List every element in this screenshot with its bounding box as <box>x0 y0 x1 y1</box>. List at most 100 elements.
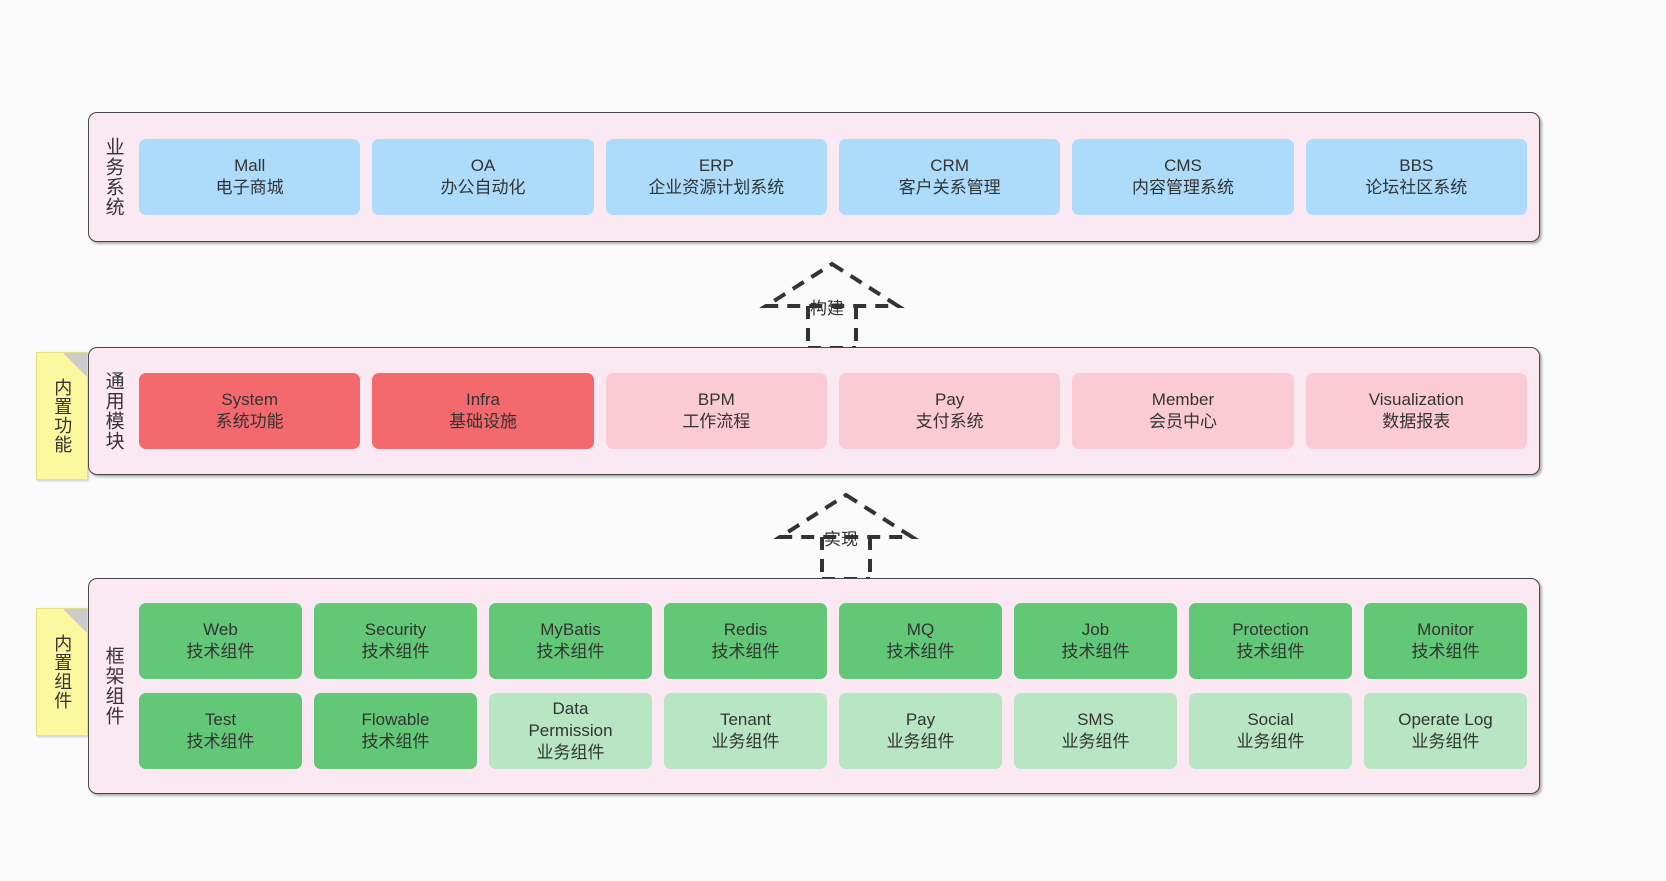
node-title: Redis <box>723 619 768 639</box>
node-subtitle: 业务组件 <box>1236 732 1305 751</box>
node-operate-log[interactable]: Operate Log 业务组件 <box>1364 693 1527 769</box>
node-subtitle: 内容管理系统 <box>1131 178 1234 197</box>
folded-corner-icon <box>63 609 87 633</box>
node-subtitle: 业务组件 <box>886 732 955 751</box>
sticky-note-label: 内置组件 <box>52 634 73 710</box>
node-security[interactable]: Security 技术组件 <box>314 603 477 679</box>
layer-row: System 系统功能 Infra 基础设施 BPM 工作流程 Pay 支付系统… <box>139 373 1527 449</box>
node-bpm[interactable]: BPM 工作流程 <box>605 373 827 449</box>
node-title: Tenant <box>719 709 772 729</box>
node-title: System <box>221 389 278 409</box>
node-subtitle: 业务组件 <box>1061 732 1130 751</box>
node-member[interactable]: Member 会员中心 <box>1072 373 1294 449</box>
node-title: Social <box>1247 709 1294 729</box>
node-subtitle: 工作流程 <box>682 412 751 431</box>
layer-row: Mall 电子商城 OA 办公自动化 ERP 企业资源计划系统 CRM 客户关系… <box>139 139 1527 215</box>
node-subtitle: 论坛社区系统 <box>1365 178 1468 197</box>
node-subtitle: 业务组件 <box>536 743 605 763</box>
node-subtitle: 支付系统 <box>915 412 984 431</box>
node-subtitle: 技术组件 <box>361 732 430 751</box>
layer-framework-components: 框架组件 Web 技术组件 Security 技术组件 MyBatis 技术组件… <box>88 578 1540 794</box>
node-title: Job <box>1081 619 1110 639</box>
node-title: Operate Log <box>1398 709 1493 729</box>
node-subtitle: 技术组件 <box>1411 642 1480 661</box>
node-subtitle: 系统功能 <box>215 412 284 431</box>
node-mq[interactable]: MQ 技术组件 <box>839 603 1002 679</box>
node-subtitle: 办公自动化 <box>440 178 526 197</box>
node-subtitle: 业务组件 <box>1411 732 1480 751</box>
layer-title-common-modules: 通用模块 <box>102 371 124 451</box>
node-title: CMS <box>1164 155 1202 175</box>
node-title: Infra <box>465 389 500 409</box>
node-oa[interactable]: OA 办公自动化 <box>372 139 594 215</box>
node-title: Member <box>1151 389 1215 409</box>
node-subtitle: 会员中心 <box>1148 412 1217 431</box>
node-crm[interactable]: CRM 客户关系管理 <box>838 139 1061 215</box>
layer-body-framework-components: Web 技术组件 Security 技术组件 MyBatis 技术组件 Redi… <box>137 579 1539 793</box>
node-subtitle: 技术组件 <box>1236 642 1305 661</box>
node-subtitle: 基础设施 <box>448 412 517 431</box>
node-test[interactable]: Test 技术组件 <box>139 693 302 769</box>
node-title: Pay <box>905 709 936 729</box>
node-subtitle: 技术组件 <box>886 642 955 661</box>
node-cms[interactable]: CMS 内容管理系统 <box>1072 139 1294 215</box>
layer-body-business-systems: Mall 电子商城 OA 办公自动化 ERP 企业资源计划系统 CRM 客户关系… <box>137 113 1539 241</box>
connector-implement: 实现 <box>766 489 926 581</box>
node-title: Data Permission <box>528 698 613 740</box>
layer-row: Test 技术组件 Flowable 技术组件 Data Permission … <box>139 693 1527 769</box>
node-flowable[interactable]: Flowable 技术组件 <box>314 693 477 769</box>
node-sms[interactable]: SMS 业务组件 <box>1014 693 1177 769</box>
node-social[interactable]: Social 业务组件 <box>1189 693 1352 769</box>
node-subtitle: 企业资源计划系统 <box>648 178 785 197</box>
node-data-permission[interactable]: Data Permission 业务组件 <box>489 693 652 769</box>
node-monitor[interactable]: Monitor 技术组件 <box>1364 603 1527 679</box>
layer-body-common-modules: System 系统功能 Infra 基础设施 BPM 工作流程 Pay 支付系统… <box>137 348 1539 474</box>
layer-business-systems: 业务系统 Mall 电子商城 OA 办公自动化 ERP 企业资源计划系统 CRM… <box>88 112 1540 242</box>
node-mall[interactable]: Mall 电子商城 <box>139 139 361 215</box>
node-web[interactable]: Web 技术组件 <box>139 603 302 679</box>
layer-title-framework-components: 框架组件 <box>102 646 124 726</box>
node-subtitle: 技术组件 <box>186 732 255 751</box>
node-subtitle: 电子商城 <box>215 178 284 197</box>
node-title: MQ <box>906 619 935 639</box>
connector-build: 构建 <box>752 258 912 350</box>
node-title: Mall <box>234 155 266 175</box>
node-pay-business[interactable]: Pay 业务组件 <box>839 693 1002 769</box>
generalization-arrow-icon <box>773 492 919 581</box>
layer-title-business-systems: 业务系统 <box>102 137 124 217</box>
sticky-note-builtin-component: 内置组件 <box>36 608 88 736</box>
node-subtitle: 技术组件 <box>711 642 780 661</box>
node-visualization[interactable]: Visualization 数据报表 <box>1305 373 1527 449</box>
node-bbs[interactable]: BBS 论坛社区系统 <box>1305 139 1527 215</box>
node-title: MyBatis <box>540 619 601 639</box>
sticky-note-label: 内置功能 <box>52 378 73 454</box>
node-protection[interactable]: Protection 技术组件 <box>1189 603 1352 679</box>
node-erp[interactable]: ERP 企业资源计划系统 <box>605 139 827 215</box>
node-subtitle: 数据报表 <box>1382 412 1451 431</box>
node-redis[interactable]: Redis 技术组件 <box>664 603 827 679</box>
sticky-note-builtin-function: 内置功能 <box>36 352 88 480</box>
node-title: SMS <box>1077 709 1114 729</box>
node-title: BPM <box>697 389 735 409</box>
node-title: Visualization <box>1368 389 1464 409</box>
node-title: ERP <box>698 155 734 175</box>
node-pay[interactable]: Pay 支付系统 <box>838 373 1061 449</box>
node-mybatis[interactable]: MyBatis 技术组件 <box>489 603 652 679</box>
node-title: Monitor <box>1417 619 1474 639</box>
node-title: BBS <box>1399 155 1434 175</box>
node-infra[interactable]: Infra 基础设施 <box>372 373 594 449</box>
layer-row: Web 技术组件 Security 技术组件 MyBatis 技术组件 Redi… <box>139 603 1527 679</box>
node-subtitle: 技术组件 <box>361 642 430 661</box>
node-subtitle: 技术组件 <box>186 642 255 661</box>
node-subtitle: 业务组件 <box>711 732 780 751</box>
node-job[interactable]: Job 技术组件 <box>1014 603 1177 679</box>
node-title: CRM <box>930 155 969 175</box>
node-title: OA <box>470 155 496 175</box>
connector-implement-label: 实现 <box>824 530 858 549</box>
node-system[interactable]: System 系统功能 <box>139 373 361 449</box>
layer-common-modules: 通用模块 System 系统功能 Infra 基础设施 BPM 工作流程 Pay… <box>88 347 1540 475</box>
node-tenant[interactable]: Tenant 业务组件 <box>664 693 827 769</box>
node-subtitle: 技术组件 <box>1061 642 1130 661</box>
connector-build-label: 构建 <box>810 299 844 318</box>
